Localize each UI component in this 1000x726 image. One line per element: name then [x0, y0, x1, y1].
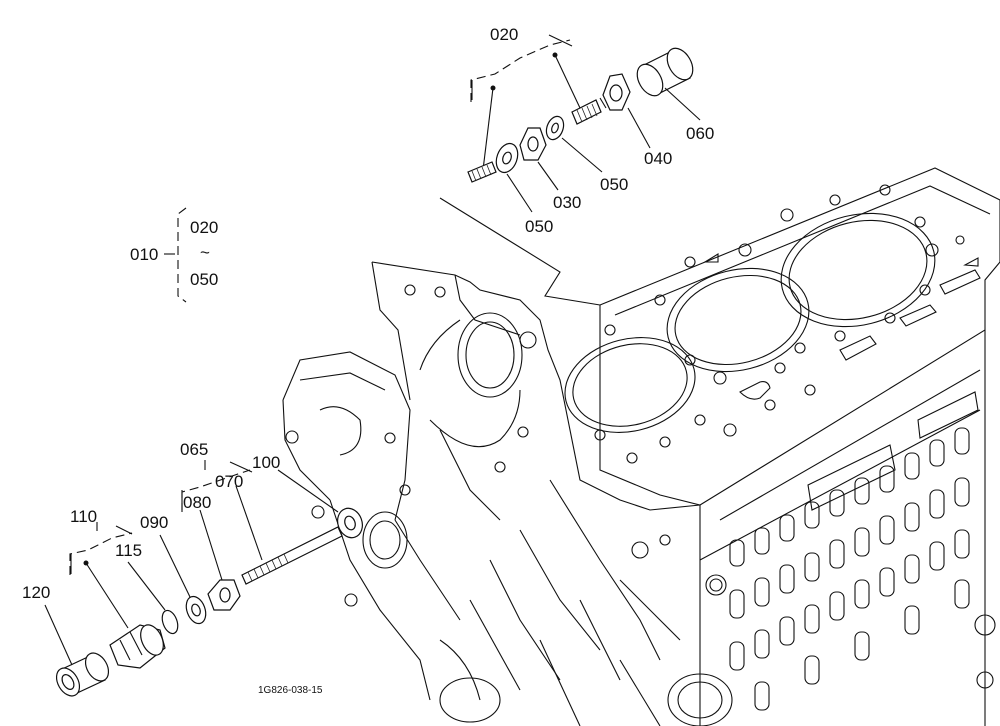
engine-block	[282, 167, 1000, 726]
label-060: 060	[686, 124, 714, 143]
label-110: 110	[70, 507, 97, 526]
set-screw-right	[571, 99, 602, 125]
label-tilde: ~	[200, 243, 210, 262]
cap-060	[636, 47, 694, 97]
drawing-code: 1G826-038-15	[258, 685, 323, 696]
label-050-left: 050	[525, 217, 553, 236]
label-115: 115	[115, 541, 142, 560]
label-120: 120	[22, 583, 50, 602]
cap-120	[55, 652, 110, 697]
kit-range-010: 010 020 ~ 050	[130, 207, 218, 303]
snap-ring-115	[161, 609, 179, 635]
nut-080	[207, 579, 241, 611]
washer-100	[337, 507, 363, 539]
label-040: 040	[644, 149, 672, 168]
label-100: 100	[252, 453, 280, 472]
label-080: 080	[183, 493, 211, 512]
nut-body-110	[109, 624, 166, 669]
label-050-right: 050	[600, 175, 628, 194]
set-screw-small-left	[467, 161, 497, 183]
stud-bolt-070	[241, 526, 343, 585]
label-065: 065	[180, 440, 208, 459]
washer-050-left	[495, 142, 519, 174]
washer-090	[185, 595, 207, 625]
washer-050-right	[545, 115, 565, 141]
nut-030	[519, 127, 547, 161]
label-050-range: 050	[190, 270, 218, 289]
label-010: 010	[130, 245, 158, 264]
lower-assembly: 065 110 120 115	[22, 440, 363, 697]
nut-040	[599, 73, 631, 111]
label-020-top: 020	[490, 25, 518, 44]
label-090: 090	[140, 513, 168, 532]
label-070: 070	[215, 472, 243, 491]
upper-assembly: 020	[439, 25, 714, 306]
label-030: 030	[553, 193, 581, 212]
label-020-range: 020	[190, 218, 218, 237]
